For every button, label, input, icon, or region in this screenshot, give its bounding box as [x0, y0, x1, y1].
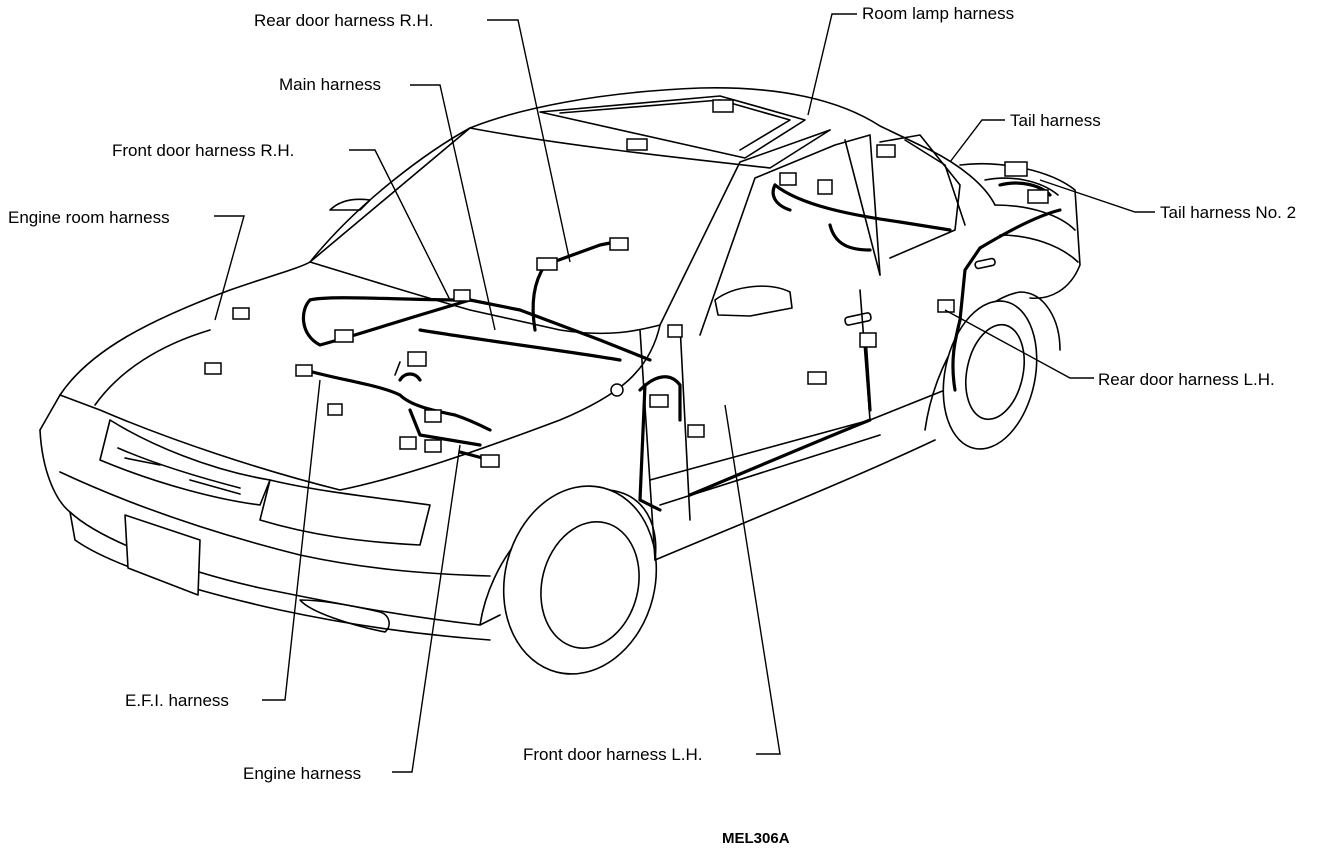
leader-lines: [214, 13, 1155, 773]
label-room-lamp-harness: Room lamp harness: [862, 4, 1014, 23]
label-engine-harness: Engine harness: [243, 764, 361, 783]
label-tail-harness-no2: Tail harness No. 2: [1160, 203, 1296, 222]
label-main-harness: Main harness: [279, 75, 381, 94]
label-front-door-harness-rh: Front door harness R.H.: [112, 141, 294, 160]
label-efi-harness: E.F.I. harness: [125, 691, 229, 710]
harness-connectors: [204, 99, 1049, 468]
figure-code: MEL306A: [722, 830, 790, 847]
label-rear-door-harness-lh: Rear door harness L.H.: [1098, 370, 1275, 389]
label-rear-door-harness-rh: Rear door harness R.H.: [254, 11, 434, 30]
label-tail-harness: Tail harness: [1010, 111, 1101, 130]
label-engine-room-harness: Engine room harness: [8, 208, 170, 227]
car-outline: [39, 87, 1081, 675]
harness-labels: Rear door harness R.H. Room lamp harness…: [8, 4, 1296, 847]
label-front-door-harness-lh: Front door harness L.H.: [523, 745, 703, 764]
